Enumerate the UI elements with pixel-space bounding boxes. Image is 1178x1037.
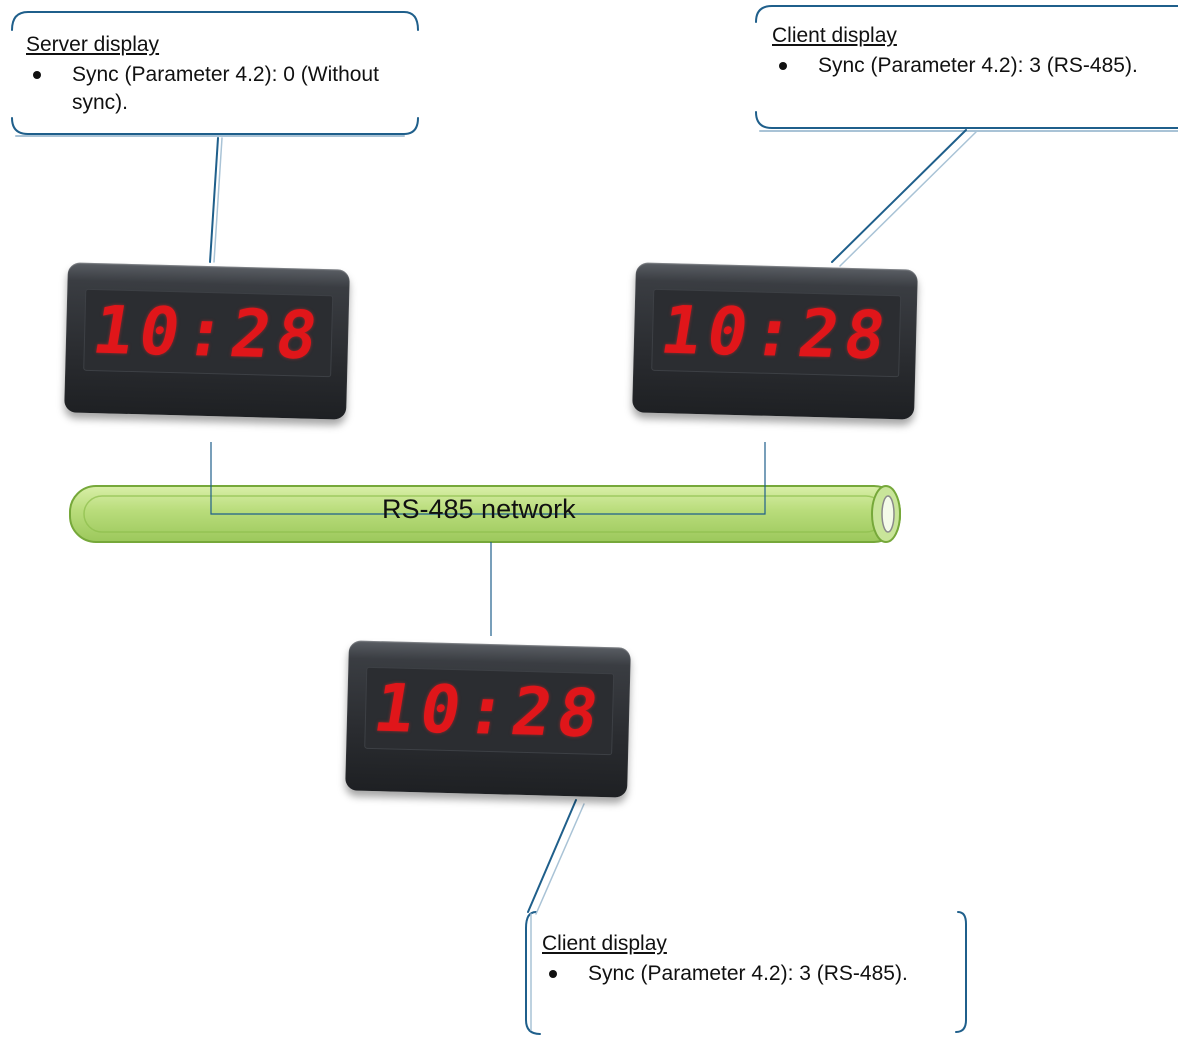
client-clock-display-bottom: 10:28: [345, 640, 631, 798]
clock-time: 10:28: [655, 291, 897, 375]
client-bottom-callout-list: Sync (Parameter 4.2): 3 (RS-485).: [542, 960, 942, 988]
client-clock-display-top: 10:28: [632, 262, 918, 420]
server-callout: Server display Sync (Parameter 4.2): 0 (…: [26, 31, 398, 117]
network-connectors: [210, 442, 766, 636]
clock-face: 10:28: [651, 288, 902, 378]
server-callout-bullet: Sync (Parameter 4.2): 0 (Without sync).: [26, 61, 398, 117]
client-top-callout-bullet: Sync (Parameter 4.2): 3 (RS-485).: [772, 52, 1152, 80]
server-callout-list: Sync (Parameter 4.2): 0 (Without sync).: [26, 61, 398, 117]
clock-face: 10:28: [83, 288, 334, 378]
server-callout-bracket: [11, 11, 419, 263]
client-bottom-callout: Client display Sync (Parameter 4.2): 3 (…: [542, 930, 942, 988]
client-top-callout-list: Sync (Parameter 4.2): 3 (RS-485).: [772, 52, 1152, 80]
clock-time: 10:28: [87, 291, 329, 375]
client-top-callout-title: Client display: [772, 24, 897, 47]
clock-time: 10:28: [368, 669, 610, 753]
server-clock-display: 10:28: [64, 262, 350, 420]
client-top-callout: Client display Sync (Parameter 4.2): 3 (…: [772, 22, 1152, 80]
server-callout-title: Server display: [26, 33, 160, 56]
network-label: RS-485 network: [382, 494, 576, 524]
client-bottom-callout-bracket: [525, 799, 967, 1035]
client-top-callout-bracket: [755, 5, 1178, 267]
clock-face: 10:28: [364, 666, 615, 756]
client-bottom-callout-title: Client display: [542, 932, 667, 955]
client-bottom-callout-bullet: Sync (Parameter 4.2): 3 (RS-485).: [542, 960, 942, 988]
